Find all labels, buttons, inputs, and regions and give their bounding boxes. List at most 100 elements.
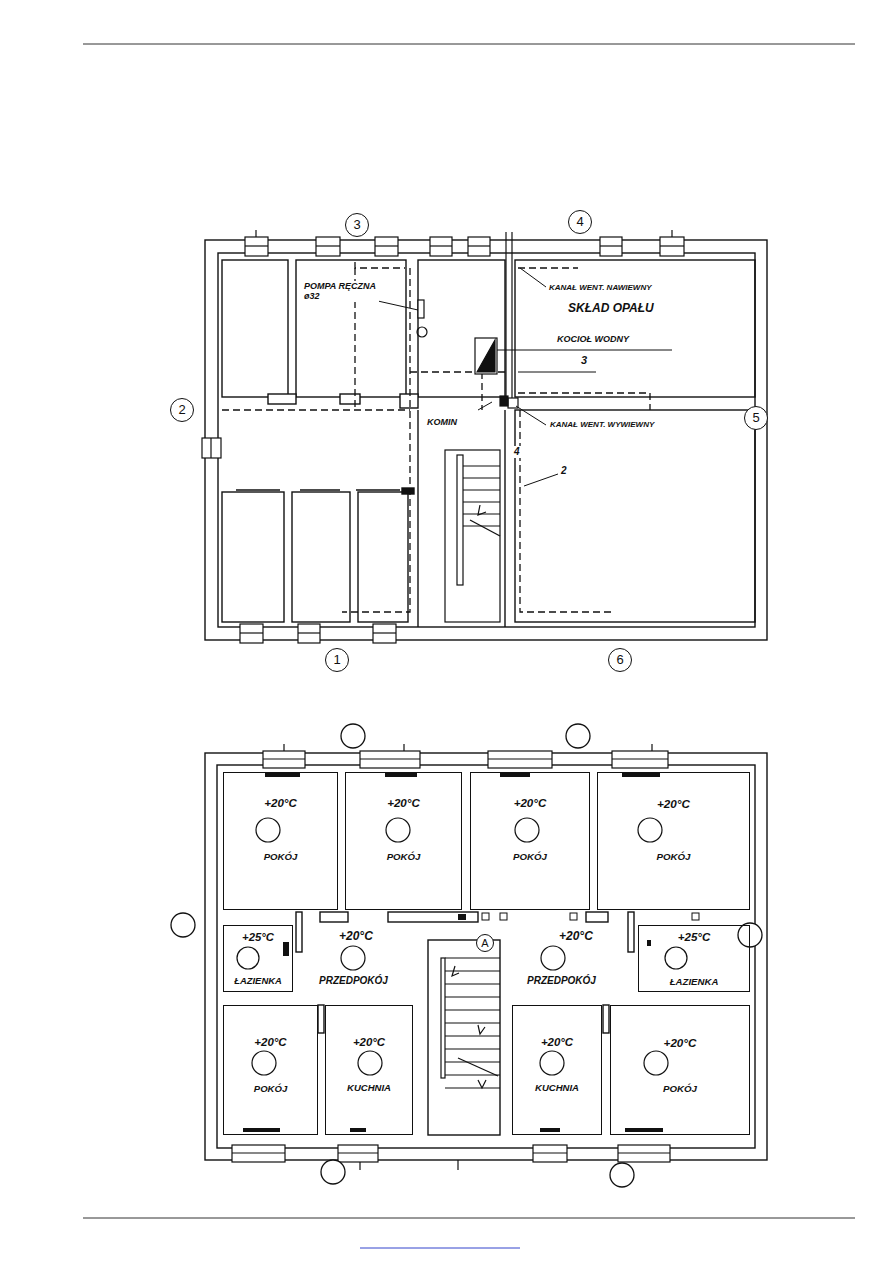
floor-windows xyxy=(488,751,552,768)
room-number-circle xyxy=(252,1051,276,1075)
basement-windows xyxy=(468,237,490,256)
room-number-circle xyxy=(386,818,410,842)
room: +25°C ŁAZIENKA xyxy=(223,925,293,992)
basement-stair xyxy=(463,477,500,478)
basement-stair xyxy=(470,520,500,536)
temperature-label: +20°C xyxy=(558,930,594,944)
floor-walls xyxy=(628,912,634,952)
floor-walls xyxy=(205,753,767,1160)
basement-walls xyxy=(296,260,406,397)
callout-number: 5 xyxy=(752,411,759,426)
basement-walls xyxy=(418,260,505,397)
basement-walls xyxy=(205,240,767,640)
radiator xyxy=(243,1128,280,1132)
boiler-and-channels xyxy=(417,327,427,337)
basement-windows xyxy=(316,237,340,256)
room-number-circle xyxy=(540,1051,564,1075)
basement-windows xyxy=(600,245,622,246)
basement-walls xyxy=(402,488,414,494)
floor-windows xyxy=(263,758,305,759)
floor-stair xyxy=(445,996,500,997)
radiator xyxy=(350,1128,366,1132)
temperature-label: +20°C xyxy=(471,797,589,810)
leader-line xyxy=(516,406,546,425)
floor-stair xyxy=(445,1048,500,1049)
floor-stair xyxy=(441,958,445,1078)
temperature-label: +20°C xyxy=(326,1036,412,1049)
callout-number: 4 xyxy=(513,446,521,458)
basement-windows xyxy=(375,245,398,246)
basement-stair xyxy=(445,450,500,622)
floor-windows xyxy=(612,758,668,759)
axis-circle xyxy=(341,724,365,748)
chimney-label: KOMIN xyxy=(426,417,458,427)
axis-callout: 4 xyxy=(568,210,592,234)
room-name: POKÓJ xyxy=(471,851,589,862)
basement-stair xyxy=(478,505,486,515)
axis-callout: 5 xyxy=(744,406,768,430)
radiator xyxy=(625,1128,663,1132)
floor-windows xyxy=(360,751,420,768)
link-underline xyxy=(360,1248,520,1249)
basement-windows xyxy=(316,245,340,246)
radiator xyxy=(243,773,663,1132)
callout-number: 1 xyxy=(333,653,340,668)
floor-windows xyxy=(338,1152,378,1153)
boiler-and-channels xyxy=(477,340,495,372)
leader-line xyxy=(518,372,596,373)
leader-line xyxy=(520,268,546,287)
radiator xyxy=(500,773,530,777)
floor-windows xyxy=(651,744,652,751)
floor-stair xyxy=(441,958,500,1088)
callout-number: 2 xyxy=(560,465,568,477)
floor-walls xyxy=(388,912,478,922)
floor-windows xyxy=(360,758,420,759)
basement-windows xyxy=(245,245,268,246)
channel-label: KANAŁ WENT. WYWIEWNY xyxy=(549,420,655,429)
radiator xyxy=(385,773,417,777)
axis-circle xyxy=(738,923,762,947)
room-name: POKÓJ xyxy=(611,1083,749,1094)
radiator xyxy=(622,773,660,777)
room-name: POKÓJ xyxy=(224,1083,317,1094)
floor-walls xyxy=(428,940,500,1135)
temperature-label: +25°C xyxy=(224,931,292,944)
basement-walls xyxy=(300,489,340,490)
vent-square xyxy=(482,913,699,920)
heating-pipes xyxy=(518,267,578,268)
callout-number: 3 xyxy=(580,354,588,367)
room-name: ŁAZIENKA xyxy=(224,976,292,987)
room: +20°CPOKÓJ xyxy=(610,1005,750,1135)
callout-number: A xyxy=(481,937,488,950)
floor-stair xyxy=(445,1035,500,1036)
heating-pipes xyxy=(355,262,405,268)
callout-number: 3 xyxy=(353,218,360,233)
axis-circle xyxy=(321,1160,345,1184)
basement-windows xyxy=(298,624,320,643)
basement-walls xyxy=(504,410,505,627)
vent-square xyxy=(692,913,699,920)
room-name: SKŁAD OPAŁU xyxy=(567,302,655,316)
floor-windows xyxy=(283,744,284,751)
leader-line xyxy=(497,350,672,351)
floor-windows xyxy=(618,1145,670,1162)
floor-windows xyxy=(618,1152,670,1153)
vent-square xyxy=(482,913,489,920)
basement-walls xyxy=(340,394,360,404)
room-number-circle xyxy=(515,818,539,842)
room-name: POKÓJ xyxy=(224,851,337,862)
vent-square xyxy=(500,913,507,920)
basement-windows xyxy=(600,237,622,256)
basement-windows xyxy=(373,632,396,633)
basement-stair xyxy=(463,501,500,502)
boiler-and-channels xyxy=(511,232,512,398)
temperature-label: +20°C xyxy=(224,1036,317,1049)
room-name: ŁAZIENKA xyxy=(639,976,749,987)
floor-stair xyxy=(478,1080,486,1088)
temperature-label: +25°C xyxy=(639,931,749,944)
basement-windows xyxy=(202,230,684,643)
basement-windows xyxy=(202,438,221,458)
basement-walls xyxy=(417,410,418,627)
floor-walls xyxy=(217,765,755,1148)
room-name: PRZEDPOKÓJ xyxy=(318,975,389,987)
